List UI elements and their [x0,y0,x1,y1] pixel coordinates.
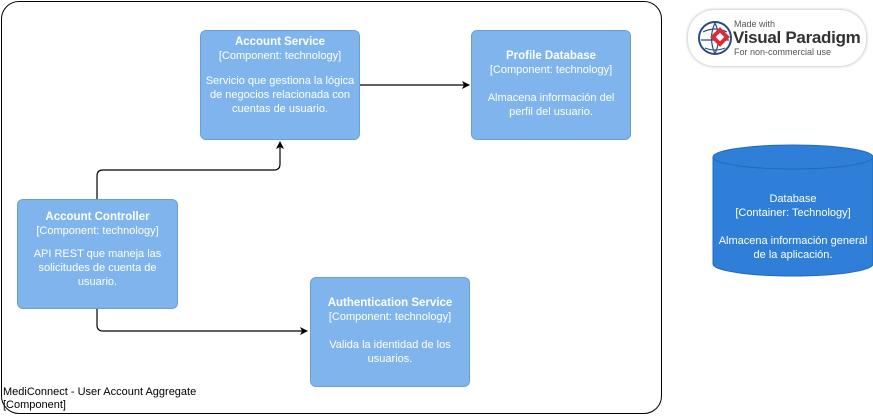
edge-controller-to-auth [96,309,308,335]
account-service-component[interactable]: Account Service [Component: technology] … [200,30,360,140]
database-cylinder [712,144,873,277]
watermark-top: Made with [734,19,776,29]
boundary-name: MediConnect - User Account Aggregate [3,386,197,398]
boundary-label: MediConnect - User Account Aggregate [Co… [3,386,196,412]
component-technology: [Component: technology] [218,50,342,62]
component-title: Authentication Service [327,297,453,309]
watermark-brand: Visual Paradigm [733,28,861,47]
component-technology: [Component: technology] [489,64,613,76]
database-title: Database [769,193,817,205]
boundary-type: [Component] [3,399,66,411]
account-controller-component[interactable]: Account Controller [Component: technolog… [17,199,178,309]
authentication-service-component[interactable]: Authentication Service [Component: techn… [310,277,470,387]
database-description: Almacena información general de la aplic… [718,235,868,261]
database-technology: [Container: Technology] [735,207,851,219]
component-description: Servicio que gestiona la lógica de negoc… [205,75,355,115]
edge-controller-to-service [96,141,284,199]
component-description: Almacena información del perfil del usua… [487,92,615,118]
component-title: Profile Database [505,50,597,62]
component-technology: [Component: technology] [36,225,159,237]
visual-paradigm-watermark: Made with Visual Paradigm For non-commer… [688,10,866,66]
visual-paradigm-logo-icon [698,21,732,55]
component-description: API REST que maneja las solicitudes de c… [33,248,162,288]
database-label[interactable]: Database [Container: Technology] Almacen… [713,192,873,262]
component-title: Account Controller [45,211,150,223]
profile-database-component[interactable]: Profile Database [Component: technology]… [471,30,631,140]
component-title: Account Service [234,36,326,48]
component-description: Valida la identidad de los usuarios. [329,339,451,365]
watermark-bottom: For non-commercial use [734,47,832,57]
component-technology: [Component: technology] [328,311,452,323]
